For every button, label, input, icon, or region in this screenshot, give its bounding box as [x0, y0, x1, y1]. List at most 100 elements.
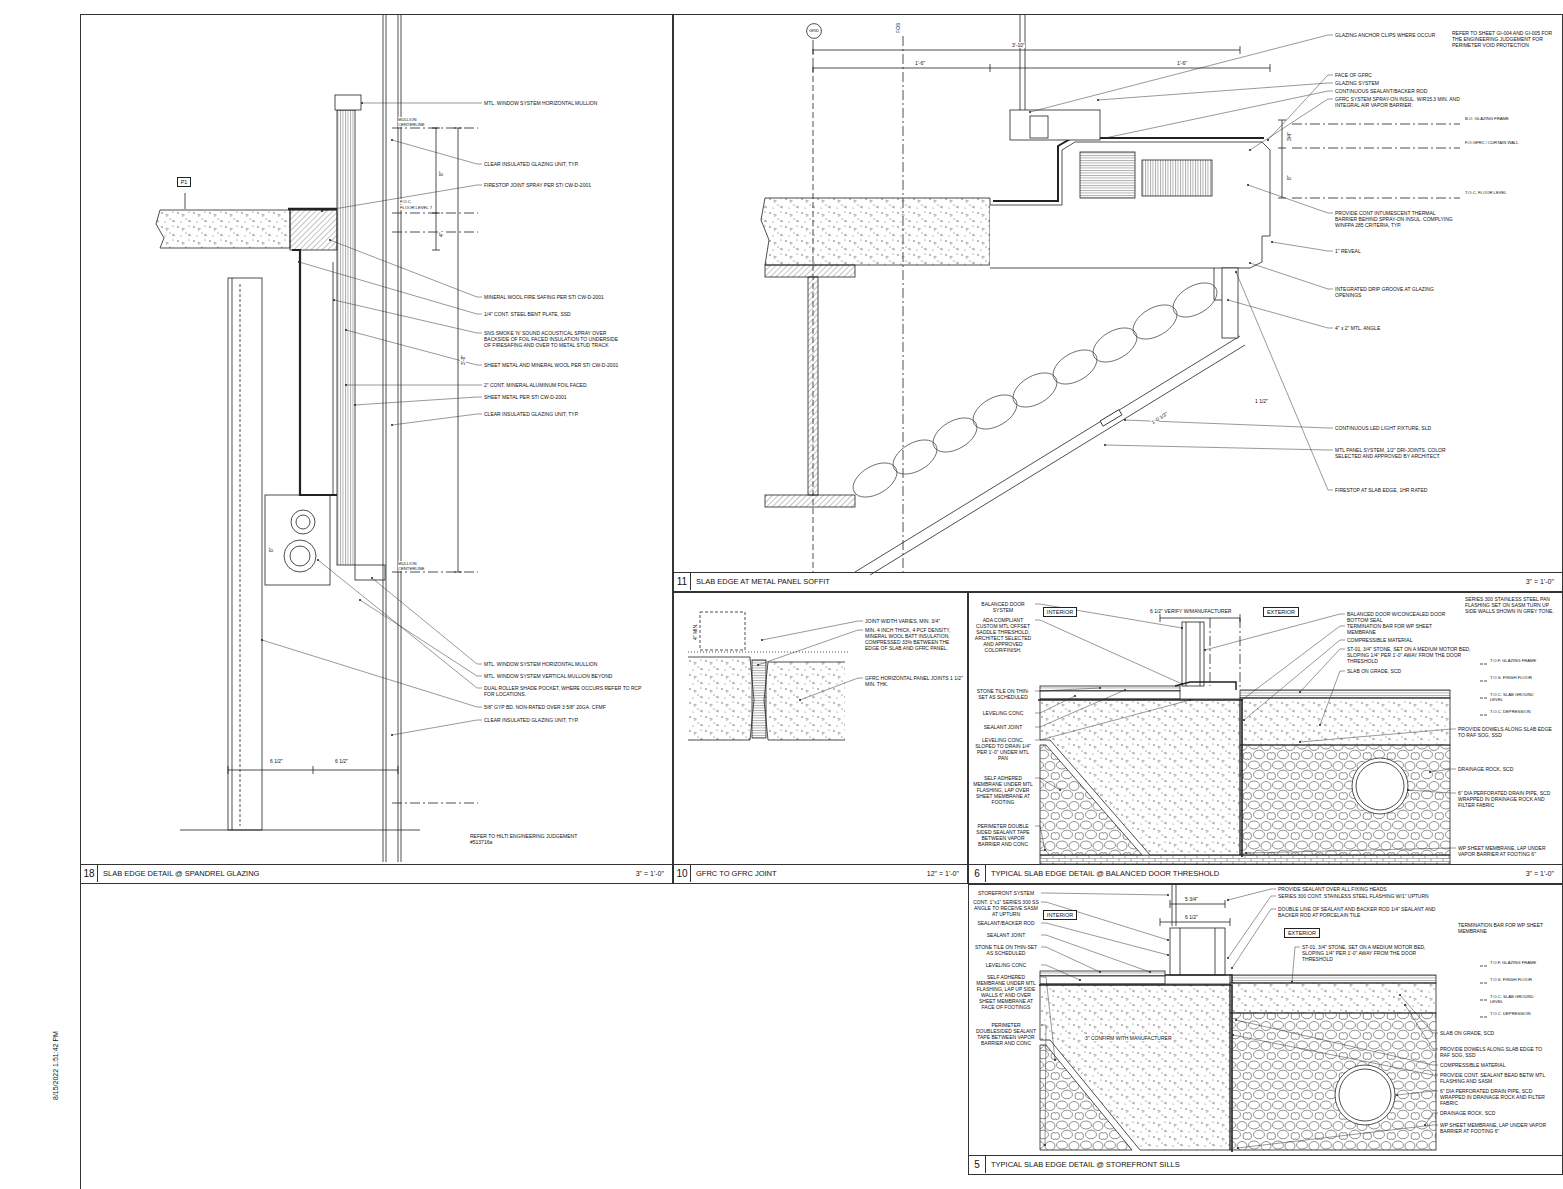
dimension-text: 4"	[438, 232, 444, 237]
leader-line	[346, 385, 482, 386]
leader-line	[1425, 1113, 1438, 1125]
leader-dot	[1291, 981, 1293, 983]
annotation-text: SERIES 300 STAINLESS STEEL PAN FLASHING …	[1465, 596, 1560, 614]
callout-note: GLAZING ANCHOR CLIPS WHERE OCCUR	[1335, 32, 1450, 38]
leader-dot	[1104, 137, 1106, 139]
dimension-text: 8"	[438, 171, 444, 176]
detail-number: 6	[969, 865, 986, 882]
leader-line	[360, 600, 482, 676]
leader-line	[1242, 626, 1345, 700]
callout-note: SELF ADHERED MEMBRANE UNDER MTL FLASHING…	[973, 974, 1039, 1010]
leader-dot	[345, 384, 347, 386]
leader-dot	[1299, 691, 1301, 693]
leader-dot	[1319, 724, 1321, 726]
leader-dot	[1399, 994, 1401, 996]
soffit-detail	[1047, 343, 1103, 391]
door-threshold-detail	[1040, 855, 1450, 864]
leader-line	[1041, 902, 1168, 940]
door-threshold-detail	[1356, 762, 1404, 810]
leader-line	[758, 630, 863, 665]
storefront-sill-detail	[1038, 885, 1487, 1152]
leader-line	[1238, 1125, 1438, 1148]
annotation-text: 3" CONFIRM WITH MANUFACTURER	[1085, 1035, 1172, 1041]
leader-dot	[1231, 967, 1233, 969]
detail-panel: 18SLAB EDGE DETAIL @ SPANDREL GLAZING3" …	[80, 14, 673, 884]
callout-note: 2" CONT. MINERAL ALUMINUM FOIL FACED	[484, 382, 654, 388]
storefront-sill-detail	[1040, 984, 1230, 1150]
callout-note: CLEAR INSULATED GLAZING UNIT, TYP.	[484, 161, 654, 167]
soffit-detail	[808, 277, 818, 495]
date-stamp: 8/15/2022 1:51:42 PM	[52, 1031, 60, 1100]
leader-dot	[345, 329, 347, 331]
leader-line	[346, 330, 482, 365]
leader-dot	[1237, 1147, 1239, 1149]
callout-note: WP SHEET MEMBRANE, LAP UNDER VAPOR BARRI…	[1440, 1122, 1552, 1134]
leader-line	[1041, 965, 1080, 980]
leader-dot	[361, 102, 363, 104]
soffit-detail	[993, 138, 1264, 201]
callout-note: GFRC SYSTEM SPRAY-ON INSUL. W/R15.3 MIN.…	[1335, 96, 1460, 108]
annotation-text: F.O.GFRC / CURTAIN WALL	[1465, 140, 1519, 145]
spandrel-detail	[185, 193, 186, 209]
storefront-sill-detail	[1480, 966, 1487, 1017]
spandrel-detail	[290, 210, 337, 250]
storefront-sill-detail	[1230, 975, 1436, 983]
soffit-detail	[1100, 410, 1122, 426]
annotation-text: FLOOR LEVEL 7	[400, 205, 432, 210]
callout-note: MTL. WINDOW SYSTEM HORIZONTAL MULLION	[484, 661, 654, 667]
soffit-detail	[847, 456, 903, 504]
leader-dot	[1243, 719, 1245, 721]
spandrel-detail	[232, 278, 233, 830]
soffit-detail	[1142, 160, 1212, 196]
callout-note: 1" REVEAL	[1335, 248, 1485, 254]
leader-dot	[1271, 241, 1273, 243]
leader-dot	[329, 239, 331, 241]
leader-dot	[1235, 1019, 1237, 1021]
door-threshold-detail	[1040, 691, 1180, 699]
leader-line	[1430, 769, 1456, 772]
dimension-text: 8"	[1286, 175, 1292, 180]
annotation-text: 6 1/2"	[1185, 914, 1198, 920]
spandrel-detail	[392, 128, 478, 803]
leader-dot	[1044, 1144, 1046, 1146]
spandrel-detail	[291, 510, 315, 534]
callout-note: TERMINATION BAR FOR WP SHEET MEMBRANE	[1347, 623, 1457, 635]
callout-note: SELF ADHERED MEMBRANE UNDER MTL FLASHING…	[973, 775, 1033, 805]
leader-line	[1250, 99, 1333, 150]
leader-dot	[1167, 954, 1169, 956]
callout-note: MTL PANEL SYSTEM, 1/2" DRI-JOINTS. COLOR…	[1335, 447, 1450, 459]
callout-note: ST-01, 3/4" STONE, SET ON A MEDIUM MOTOR…	[1302, 944, 1432, 962]
grid-bubble: GRID	[806, 23, 822, 39]
annotation-text: T.O.C. FLOOR LEVEL	[1465, 190, 1507, 195]
soffit-detail	[887, 433, 943, 481]
door-threshold-detail	[1175, 682, 1236, 690]
tag-box: EXTERIOR	[1284, 928, 1320, 938]
spandrel-detail	[180, 830, 420, 831]
spandrel-detail	[156, 14, 478, 862]
tag-box: INTERIOR	[1043, 607, 1077, 617]
callout-note: 5/8" GYP BD. NON-RATED OVER 3 5/8" 20GA.…	[484, 704, 654, 710]
leader-line	[1041, 977, 1055, 1060]
callout-note: CONT. 1"x1" SERIES 300 SS ANGLE TO RECEI…	[973, 899, 1039, 917]
leader-line	[1030, 35, 1333, 112]
callout-note: GLAZING SYSTEM	[1335, 80, 1450, 86]
spandrel-detail	[296, 515, 310, 529]
callout-note: PROVIDE CONT. SEALANT BEAD BETW MTL FLAS…	[1440, 1072, 1552, 1084]
leader-dot	[1249, 262, 1251, 264]
annotation-text: TERMINATION BAR FOR WP SHEET MEMBRANE	[1458, 922, 1550, 934]
callout-note: PROVIDE SEALANT OVER ALL FIXING HEADS	[1278, 886, 1428, 892]
title-bar: 6 TYPICAL SLAB EDGE DETAIL @ BALANCED DOO…	[969, 864, 1562, 883]
storefront-sill-detail	[1180, 928, 1215, 975]
leader-dot	[1204, 649, 1206, 651]
scale-note: 3" = 1'-0"	[636, 865, 664, 882]
spandrel-detail	[240, 284, 241, 826]
detail-title: TYPICAL SLAB EDGE DETAIL @ BALANCED DOOR…	[991, 865, 1219, 882]
soffit-detail	[1010, 110, 1100, 140]
callout-note: SHEET METAL AND MINERAL WOOL PER STI CW-…	[484, 362, 654, 368]
storefront-sill-detail	[1040, 1045, 1132, 1150]
leader-line	[1236, 272, 1333, 490]
leader-line	[1268, 75, 1333, 140]
leader-line	[372, 578, 482, 664]
leader-line	[1300, 649, 1345, 692]
